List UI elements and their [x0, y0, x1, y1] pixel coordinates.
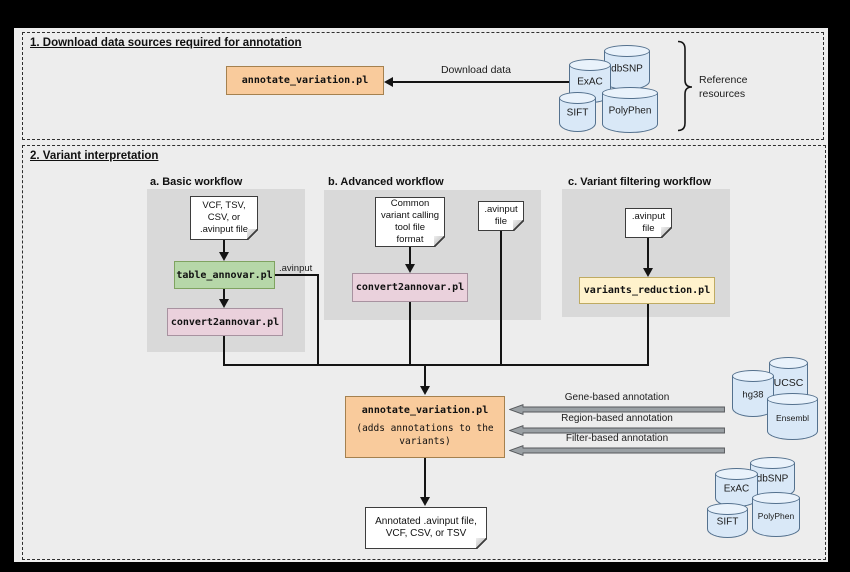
convert2annovar-advanced-box: convert2annovar.pl [352, 273, 468, 302]
database-label: PolyPhen [608, 105, 652, 117]
arrowhead-icon [420, 497, 430, 506]
convert2annovar-advanced-label: convert2annovar.pl [355, 282, 465, 293]
cylinder-top-icon [707, 503, 748, 515]
database-sift: SIFT [559, 92, 596, 132]
cylinder-body-icon [767, 399, 818, 440]
convert2annovar-basic-box: convert2annovar.pl [167, 308, 283, 336]
filter-annotation-label: Filter-based annotation [565, 433, 669, 444]
gene-annotation-arrow-icon [509, 404, 725, 415]
connector-line [424, 458, 426, 498]
arrowhead-icon [420, 386, 430, 395]
brace-icon [677, 40, 693, 132]
region-annotation-arrow-icon [509, 425, 725, 436]
connector-line [424, 365, 426, 387]
database-label: PolyPhen [757, 510, 795, 521]
collector-line [223, 364, 649, 366]
database-label: Ensembl [775, 412, 810, 423]
region-annotation-label: Region-based annotation [561, 413, 673, 424]
connector-line [275, 274, 319, 276]
cylinder-top-icon [602, 87, 658, 99]
database-label: dbSNP [611, 63, 643, 75]
database-label: SIFT [716, 516, 739, 528]
connector-line [223, 336, 225, 366]
cylinder-top-icon [752, 492, 800, 504]
connector-line [223, 240, 225, 253]
database-label: hg38 [742, 389, 764, 401]
section1-title: 1. Download data sources required for an… [30, 37, 302, 49]
section-download-data-box [22, 32, 824, 140]
arrowhead-icon [219, 252, 229, 261]
arrowhead-icon [405, 264, 415, 273]
cylinder-top-icon [767, 393, 818, 405]
connector-line [409, 302, 411, 366]
reference-resources-label: Reference resources [699, 74, 748, 100]
cylinder-top-icon [732, 370, 774, 382]
cylinder-top-icon [750, 457, 795, 469]
filter-annotation-arrow-icon [509, 445, 725, 456]
basic-workflow-title: a. Basic workflow [150, 176, 243, 188]
database-polyphen: PolyPhen [602, 87, 658, 133]
cylinder-body-icon [602, 93, 658, 133]
avinput-branch-label: .avinput [279, 263, 313, 274]
cylinder-top-icon [604, 45, 650, 57]
section2-title: 2. Variant interpretation [30, 150, 159, 162]
connector-line [223, 289, 225, 300]
annotate-variation-main-label: annotate_variation.pl [361, 405, 489, 417]
download-arrowhead-icon [384, 77, 393, 87]
cylinder-body-icon [752, 498, 800, 537]
annotate-variation-download-box: annotate_variation.pl [226, 66, 384, 95]
gene-annotation-label: Gene-based annotation [564, 392, 670, 403]
table-annovar-label: table_annovar.pl [176, 269, 273, 281]
database-label: SIFT [566, 107, 589, 119]
cylinder-body-icon [604, 51, 650, 90]
cylinder-top-icon [715, 468, 758, 480]
download-data-label: Download data [440, 64, 512, 76]
advanced-workflow-title: b. Advanced workflow [328, 176, 444, 188]
connector-line [647, 238, 649, 269]
basic-input-doc: VCF, TSV, CSV, or .avinput file [190, 196, 258, 240]
database-label: UCSC [773, 377, 804, 390]
table-annovar-box: table_annovar.pl [174, 261, 275, 289]
database-sift-filter: SIFT [707, 503, 748, 538]
database-ensembl: Ensembl [767, 393, 818, 440]
variants-reduction-box: variants_reduction.pl [579, 277, 715, 304]
section-variant-interpretation-box [22, 145, 826, 560]
cylinder-top-icon [559, 92, 596, 104]
database-exac-filter: ExAC [715, 468, 758, 507]
convert2annovar-basic-label: convert2annovar.pl [170, 316, 280, 328]
annotate-variation-download-label: annotate_variation.pl [241, 75, 369, 86]
connector-line [500, 231, 502, 366]
connector-line [409, 247, 411, 265]
cylinder-top-icon [569, 59, 611, 71]
advanced-avinput-doc: .avinput file [478, 201, 524, 231]
output-doc: Annotated .avinput file, VCF, CSV, or TS… [365, 507, 487, 549]
filtering-input-doc: .avinput file [625, 208, 672, 238]
arrowhead-icon [643, 268, 653, 277]
download-arrow-line [390, 81, 570, 83]
connector-line [647, 304, 649, 366]
annotate-variation-subtitle: (adds annotations to the variants) [356, 423, 494, 447]
annotate-variation-main-box: annotate_variation.pl (adds annotations … [345, 396, 505, 458]
database-label: ExAC [723, 483, 750, 495]
connector-line [317, 274, 319, 366]
database-label: ExAC [577, 76, 603, 88]
database-label: dbSNP [756, 473, 789, 485]
variants-reduction-label: variants_reduction.pl [583, 285, 711, 296]
advanced-input-doc: Common variant calling tool file format [375, 197, 445, 247]
filtering-workflow-title: c. Variant filtering workflow [568, 176, 712, 188]
arrowhead-icon [219, 299, 229, 308]
cylinder-top-icon [769, 357, 808, 369]
database-dbsnp: dbSNP [604, 45, 650, 90]
database-polyphen-filter: PolyPhen [752, 492, 800, 537]
